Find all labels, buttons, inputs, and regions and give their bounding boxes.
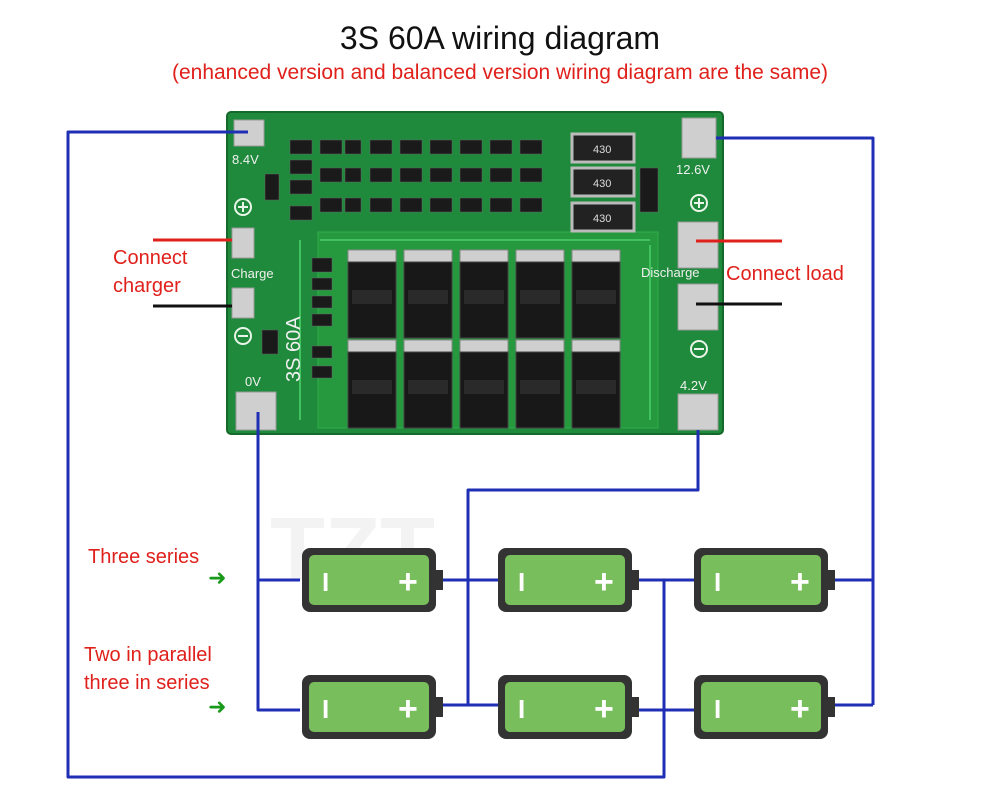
battery-cap <box>436 570 443 590</box>
resistor-3 <box>570 201 636 233</box>
battery-pos-icon: + <box>594 690 614 728</box>
battery-neg-icon: I <box>714 567 721 597</box>
mosfet-bottom-2 <box>403 339 453 429</box>
label-model: 3S 60A <box>283 316 305 382</box>
battery-body <box>309 682 429 732</box>
mosfet-top-2 <box>403 249 453 339</box>
trace-lines <box>299 239 651 420</box>
pad-discharge-minus <box>677 283 719 331</box>
wire-12-6v-top <box>716 136 875 580</box>
label-12-6v: 12.6V <box>676 162 710 177</box>
battery-body <box>309 555 429 605</box>
battery-neg-icon: I <box>322 567 329 597</box>
diagram-title: 3S 60A wiring diagram <box>339 20 661 56</box>
battery-pos-icon: + <box>790 690 810 728</box>
mosfet-bottom-3 <box>459 339 509 429</box>
battery-cap <box>632 697 639 717</box>
label-charge: Charge <box>231 266 274 281</box>
battery-cell-top-2: I+ <box>498 548 639 612</box>
mosfet-bottom-5 <box>571 339 621 429</box>
battery-cell-bottom-3: I+ <box>694 675 835 739</box>
battery-body <box>505 555 625 605</box>
battery-cell-top-3: I+ <box>694 548 835 612</box>
shunt-resistors: 430 430 430 <box>570 132 636 233</box>
pad-charge-plus <box>231 227 255 259</box>
mosfet-bottom-1 <box>347 339 397 429</box>
label-discharge: Discharge <box>641 265 700 280</box>
battery-neg-icon: I <box>322 694 329 724</box>
battery-cell-top-1: I+ <box>302 548 443 612</box>
label-4-2v: 4.2V <box>680 378 707 393</box>
mosfet-top-5 <box>571 249 621 339</box>
resistor-1 <box>570 132 636 164</box>
label-8-4v: 8.4V <box>232 152 259 167</box>
battery-pos-icon: + <box>398 690 418 728</box>
mosfet-top-3 <box>459 249 509 339</box>
pad-0v <box>235 391 277 431</box>
battery-neg-icon: I <box>714 694 721 724</box>
connect-charger-label-1: Connect <box>113 247 188 269</box>
resistor-2 <box>570 166 636 198</box>
battery-neg-icon: I <box>518 694 525 724</box>
battery-cap <box>828 697 835 717</box>
three-series-label: Three series <box>88 546 200 568</box>
smd-components <box>261 139 659 379</box>
connect-charger-label-2: charger <box>113 275 181 297</box>
diagram-subtitle: (enhanced version and balanced version w… <box>171 61 829 84</box>
mosfet-bottom-4 <box>515 339 565 429</box>
pad-4-2v <box>677 393 719 431</box>
two-parallel-label-2: three in series <box>84 672 210 694</box>
three-series-arrow-icon: ➜ <box>208 566 227 591</box>
mosfet-array <box>347 249 621 429</box>
battery-cap <box>828 570 835 590</box>
battery-neg-icon: I <box>518 567 525 597</box>
board-polarity-symbols <box>234 194 708 358</box>
connect-load-label: Connect load <box>726 263 844 285</box>
resistor-1-label: 430 <box>593 144 611 156</box>
bms-board: 8.4V 12.6V Charge Discharge 0V 4.2V 3S 6… <box>226 111 724 435</box>
lead-lines <box>153 238 782 308</box>
battery-pos-icon: + <box>398 563 418 601</box>
two-parallel-label-1: Two in parallel <box>84 644 212 666</box>
resistor-2-label: 430 <box>593 178 611 190</box>
mosfet-top-1 <box>347 249 397 339</box>
pad-12-6v <box>681 117 717 159</box>
battery-pack: I+I+I+I+I+I+ <box>302 548 835 739</box>
battery-cap <box>436 697 443 717</box>
pad-discharge-plus <box>677 221 719 269</box>
battery-body <box>505 682 625 732</box>
resistor-3-label: 430 <box>593 213 611 225</box>
wiring <box>66 130 875 779</box>
battery-pos-icon: + <box>790 563 810 601</box>
battery-body <box>701 555 821 605</box>
battery-cap <box>632 570 639 590</box>
label-0v: 0V <box>245 374 261 389</box>
battery-pos-icon: + <box>594 563 614 601</box>
wire-4-2v <box>466 430 700 705</box>
mosfet-top-4 <box>515 249 565 339</box>
battery-cell-bottom-1: I+ <box>302 675 443 739</box>
battery-cell-bottom-2: I+ <box>498 675 639 739</box>
pad-charge-minus <box>231 287 255 319</box>
battery-body <box>701 682 821 732</box>
two-parallel-arrow-icon: ➜ <box>208 695 227 720</box>
wire-0v-bottom <box>256 580 300 712</box>
